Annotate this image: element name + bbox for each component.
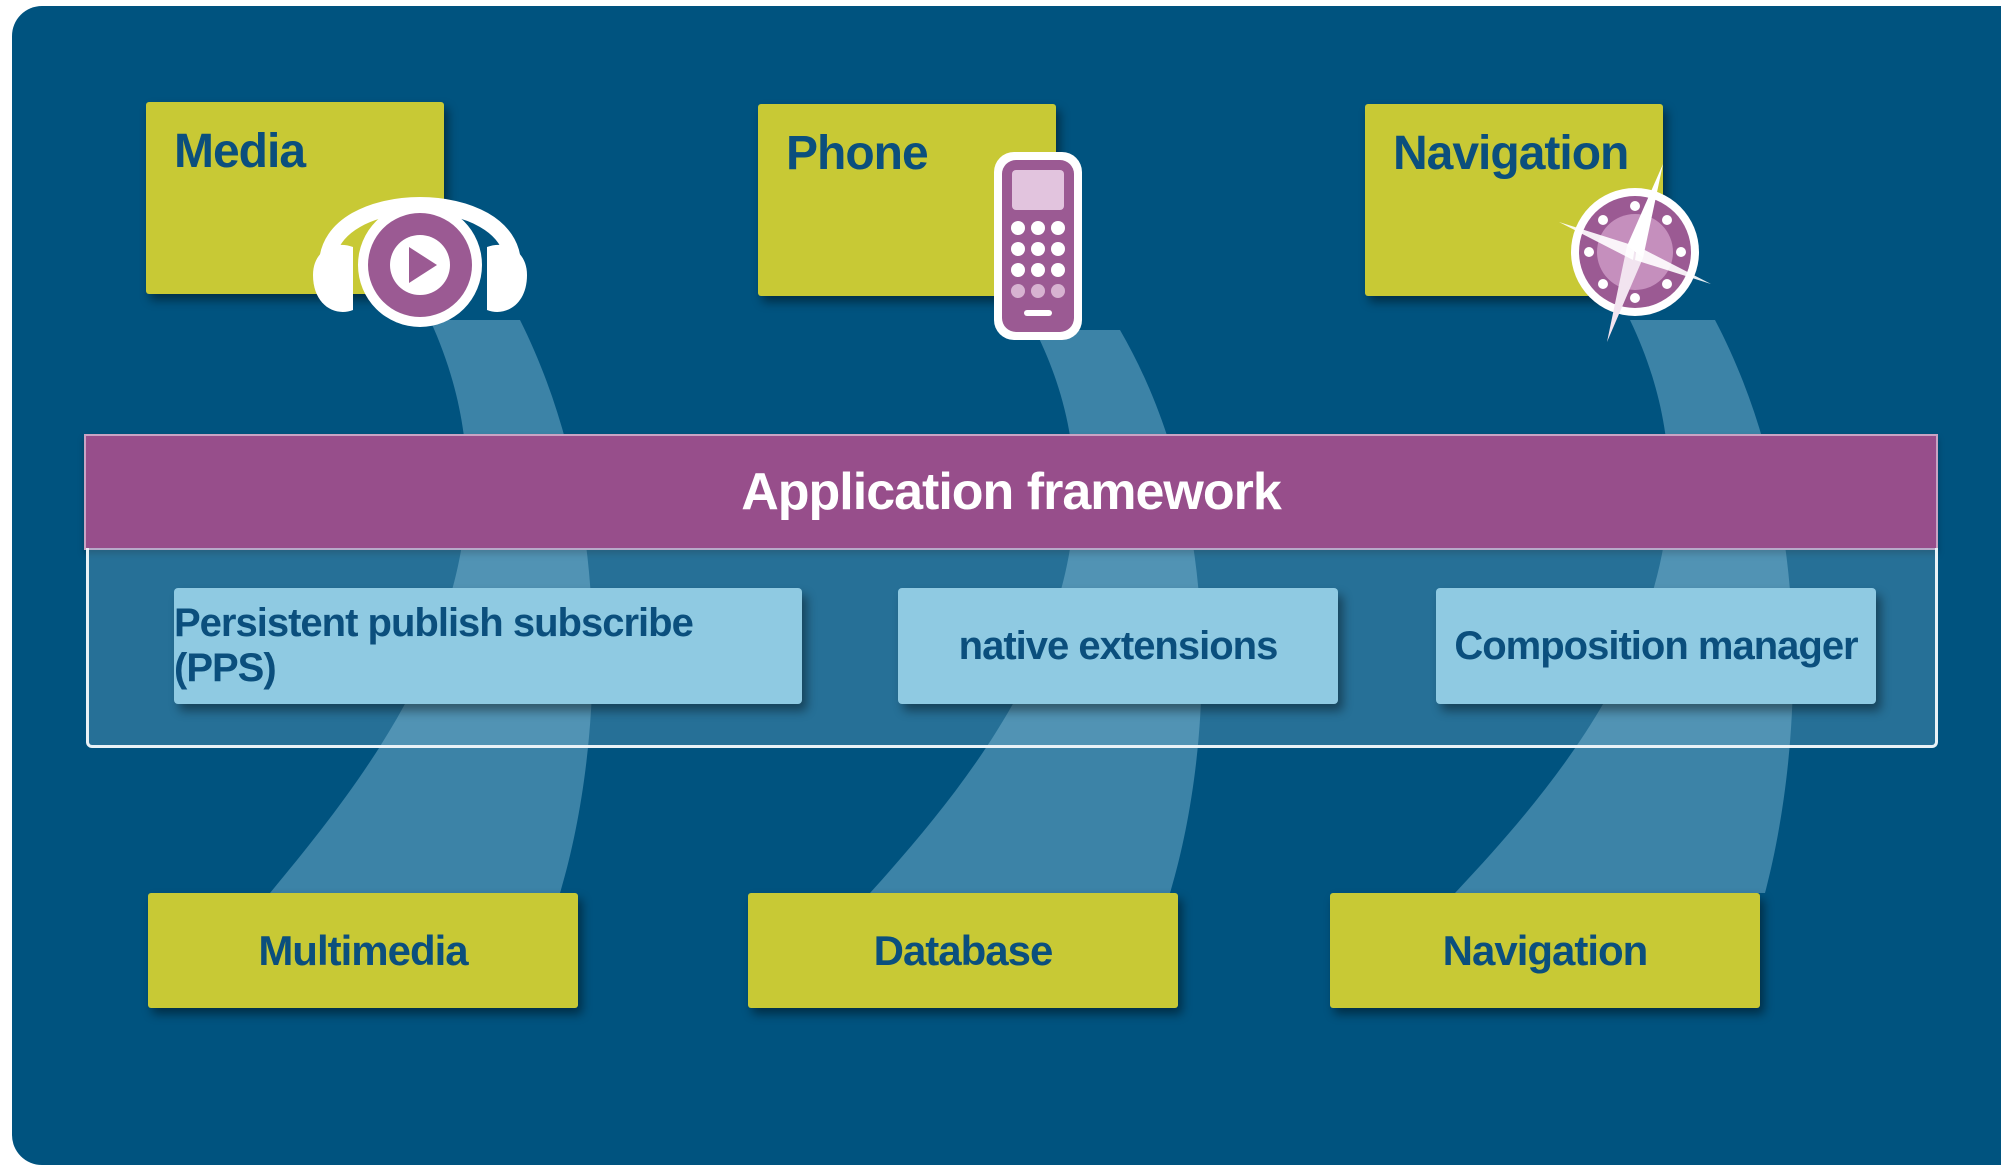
app-label-media: Media <box>174 125 306 178</box>
component-native-extensions: native extensions <box>898 588 1338 704</box>
component-pps: Persistent publish subscribe (PPS) <box>174 588 802 704</box>
headphones-play-icon <box>313 197 527 327</box>
service-label-multimedia: Multimedia <box>258 926 468 974</box>
component-composition-manager-label: Composition manager <box>1454 623 1858 668</box>
component-pps-label: Persistent publish subscribe (PPS) <box>174 601 694 690</box>
app-label-navigation: Navigation <box>1393 127 1629 180</box>
mobile-phone-icon <box>994 152 1082 340</box>
service-label-navigation: Navigation <box>1442 926 1649 974</box>
service-box-multimedia: Multimedia <box>148 893 578 1008</box>
component-composition-manager: Composition manager <box>1436 588 1876 704</box>
service-box-navigation: Navigation <box>1330 893 1760 1008</box>
compass-icon <box>1559 164 1711 342</box>
service-label-database: Database <box>873 926 1054 974</box>
app-label-phone: Phone <box>786 127 929 180</box>
service-box-database: Database <box>748 893 1178 1008</box>
application-framework-bar: Application framework <box>84 434 1938 550</box>
component-native-extensions-label: native extensions <box>958 623 1279 668</box>
